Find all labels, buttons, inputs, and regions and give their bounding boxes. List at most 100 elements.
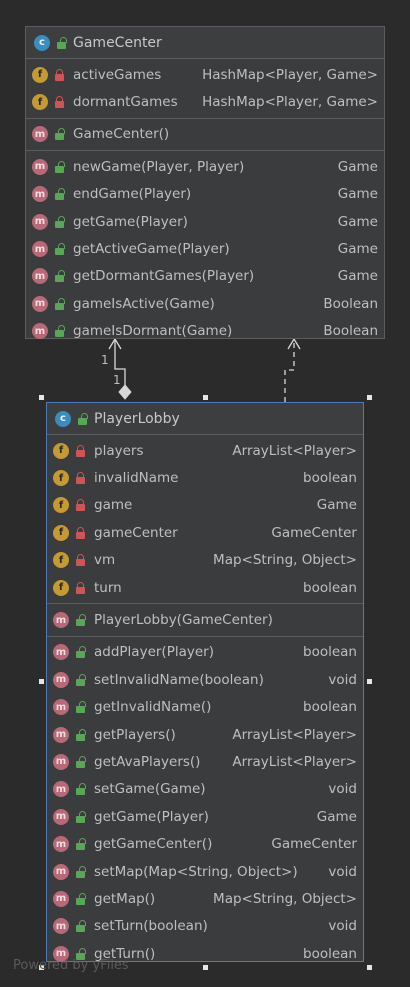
member-name: invalidName	[94, 470, 179, 487]
resize-handle-middle-right[interactable]	[367, 679, 372, 684]
class-header[interactable]: c GameCenter	[26, 27, 384, 59]
member-type: void	[328, 863, 357, 880]
method-row[interactable]: m gameIsDormant(Game) Boolean	[26, 318, 384, 345]
public-lock-icon	[75, 892, 86, 905]
private-lock-icon	[54, 68, 65, 81]
member-name: setGame(Game)	[94, 781, 206, 798]
member-type: void	[328, 671, 357, 688]
member-name: getTurn()	[94, 945, 156, 962]
class-header[interactable]: c PlayerLobby	[47, 403, 363, 435]
public-lock-icon	[75, 701, 86, 714]
resize-handle-top-right[interactable]	[367, 395, 372, 400]
member-type: HashMap<Player, Game>	[202, 94, 378, 111]
field-icon: f	[53, 579, 69, 596]
member-type: boolean	[303, 644, 357, 661]
method-icon: m	[32, 241, 48, 258]
resize-handle-bottom-right[interactable]	[367, 965, 372, 970]
class-icon: c	[34, 34, 50, 51]
member-type: Game	[316, 808, 357, 825]
private-lock-icon	[75, 472, 86, 485]
member-name: getPlayers()	[94, 726, 176, 743]
field-icon: f	[32, 94, 48, 111]
resize-handle-bottom-left[interactable]	[39, 965, 44, 970]
private-lock-icon	[75, 499, 86, 512]
member-type: Game	[337, 213, 378, 230]
member-name: gameIsDormant(Game)	[73, 323, 233, 340]
private-lock-icon	[75, 444, 86, 457]
member-type: Map<String, Object>	[213, 890, 357, 907]
public-lock-icon	[54, 325, 65, 338]
member-type: boolean	[303, 699, 357, 716]
member-name: getAvaPlayers()	[94, 753, 201, 770]
member-type: Game	[337, 241, 378, 258]
method-icon: m	[32, 186, 48, 203]
public-lock-icon	[54, 243, 65, 256]
member-name: players	[94, 442, 144, 459]
field-icon: f	[53, 497, 69, 514]
public-lock-icon	[54, 160, 65, 173]
method-icon: m	[32, 158, 48, 175]
field-row[interactable]: f turn boolean	[47, 574, 363, 601]
resize-handle-top-center[interactable]	[203, 395, 208, 400]
member-name: PlayerLobby(GameCenter)	[94, 612, 273, 629]
member-name: getDormantGames(Player)	[73, 268, 255, 285]
class-name: GameCenter	[73, 34, 162, 51]
resize-handle-middle-left[interactable]	[39, 679, 44, 684]
method-icon: m	[32, 323, 48, 340]
member-type: ArrayList<Player>	[232, 442, 357, 459]
public-lock-icon	[75, 920, 86, 933]
public-lock-icon	[75, 865, 86, 878]
public-lock-icon	[75, 646, 86, 659]
resize-handle-bottom-center[interactable]	[203, 965, 208, 970]
member-type: ArrayList<Player>	[232, 753, 357, 770]
member-name: setTurn(boolean)	[94, 918, 208, 935]
method-icon: m	[53, 918, 69, 935]
member-type: Boolean	[323, 323, 378, 340]
private-lock-icon	[54, 96, 65, 109]
composition-diamond	[118, 384, 132, 400]
method-icon: m	[53, 699, 69, 716]
field-icon: f	[53, 442, 69, 459]
public-lock-icon	[75, 838, 86, 851]
member-name: turn	[94, 579, 122, 596]
dependency-line	[284, 340, 295, 402]
resize-handle-top-left[interactable]	[39, 395, 44, 400]
multiplicity-gamecenter-end: 1	[101, 353, 109, 367]
public-lock-icon	[54, 297, 65, 310]
member-type: boolean	[303, 579, 357, 596]
field-row[interactable]: f players ArrayList<Player>	[47, 437, 363, 464]
